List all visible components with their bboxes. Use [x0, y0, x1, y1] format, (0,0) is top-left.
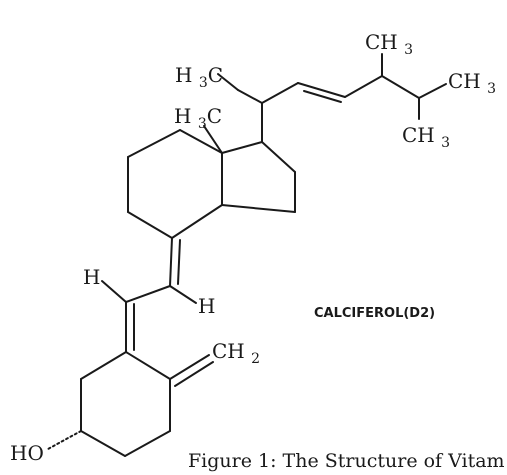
atom-ho: HO: [10, 441, 44, 465]
bond-c10-c5: [125, 351, 171, 380]
bond-c10-ch2-double-inner: [174, 361, 214, 387]
bond-network: [47, 53, 447, 457]
figure-caption: Figure 1: The Structure of Vitam: [188, 450, 505, 472]
bond-c13-c17: [221, 141, 263, 154]
atom-h-right: H: [198, 294, 215, 318]
bond-c13-ch3: [203, 125, 223, 154]
atom-ch3-lower-right: CH 3: [402, 123, 450, 151]
atom-ch2: CH 2: [212, 339, 260, 367]
bond-c7-h: [169, 285, 197, 304]
bond-c15-c14: [221, 204, 296, 213]
atom-labels: CH 3 CH 3 CH 3 H 3C H 3C H H CH 2 HO: [10, 30, 496, 465]
bond-c25-c26: [381, 75, 420, 99]
atom-ch3-top: CH 3: [365, 30, 413, 58]
bond-c13-c12: [179, 129, 223, 154]
bond-c8-c14: [171, 204, 223, 239]
bond-c3-oh-hashed: [47, 430, 82, 450]
bond-c23-c24-double-inner: [303, 90, 342, 103]
atom-h3c-ring: H 3C: [174, 104, 222, 132]
bond-c5-c4: [80, 351, 127, 380]
bond-c6-h: [101, 280, 127, 303]
atom-h-left: H: [83, 265, 100, 289]
bond-c26-ch3-right: [418, 83, 447, 99]
bond-c8-c7-double-inner: [177, 239, 181, 285]
bond-c10-ch2-double: [169, 354, 210, 380]
bond-c12-c11: [127, 129, 181, 158]
bond-c17-c16: [261, 141, 296, 173]
bond-c3-c2: [80, 430, 126, 457]
bond-c9-c8: [127, 211, 173, 239]
bond-c2-c1: [124, 430, 171, 457]
bond-h3c-c20: [217, 73, 239, 91]
bond-c24-c25: [344, 75, 383, 98]
atom-h3c-chain: H 3C: [175, 63, 223, 91]
bond-c8-c7-double: [169, 237, 173, 287]
bond-c22-c23: [261, 82, 299, 104]
atom-ch3-right: CH 3: [448, 69, 496, 97]
bond-c23-c24-double: [297, 82, 346, 98]
bond-c20-c22: [237, 89, 263, 104]
compound-name-label: CALCIFEROL(D2): [314, 306, 435, 321]
bond-c7-c6: [125, 285, 171, 303]
